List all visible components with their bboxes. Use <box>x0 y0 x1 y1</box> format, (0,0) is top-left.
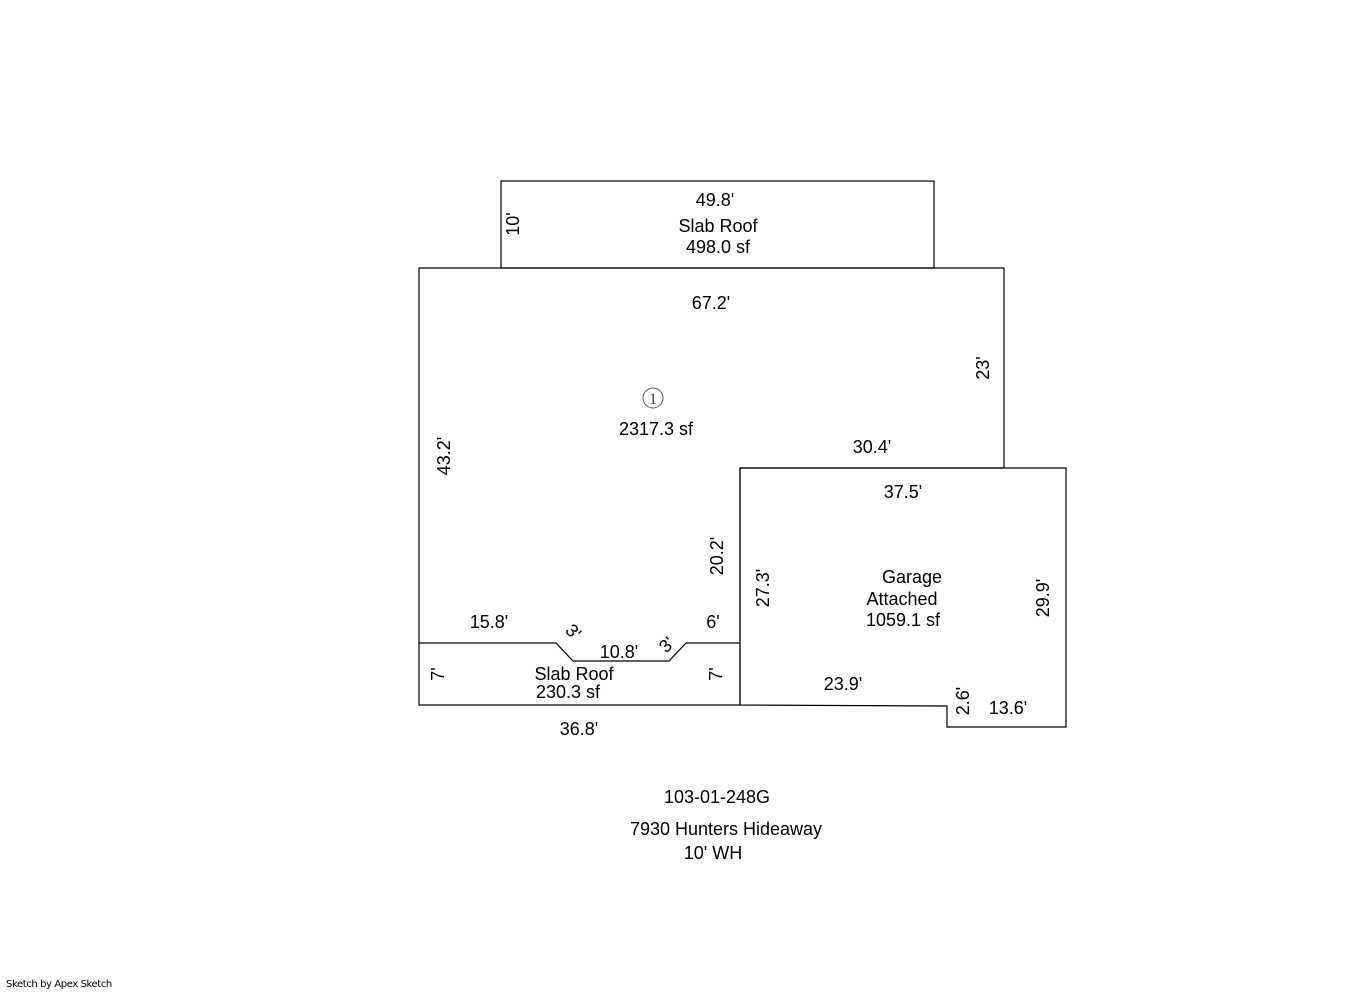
dim-main-step: 30.4' <box>853 437 891 457</box>
dim-garage-right: 29.9' <box>1033 579 1053 617</box>
dim-slab-left: 7' <box>428 667 448 680</box>
garage-outline <box>739 467 1067 728</box>
dim-front-center: 10.8' <box>600 642 638 662</box>
dim-garage-left: 27.3' <box>753 569 773 607</box>
dim-chamfer-right: 3' <box>655 633 679 657</box>
dim-chamfer-left: 3' <box>561 620 585 644</box>
dim-top-depth: 10' <box>503 212 523 235</box>
slab-roof-bottom-label: Slab Roof <box>534 664 614 684</box>
dim-slab-right: 7' <box>706 667 726 680</box>
area-marker-number: 1 <box>649 391 657 408</box>
dim-main-right: 23' <box>973 356 993 379</box>
sketch-credit: Sketch by Apex Sketch <box>6 979 112 990</box>
dim-garage-jog: 2.6' <box>953 687 973 715</box>
dim-garage-bottom-right: 13.6' <box>989 698 1027 718</box>
property-address: 7930 Hunters Hideaway <box>630 819 822 839</box>
area-marker-circle <box>642 387 664 409</box>
garage-area: 1059.1 sf <box>866 610 941 630</box>
main-area-size: 2317.3 sf <box>619 419 694 439</box>
slab-roof-top-area: 498.0 sf <box>686 237 751 257</box>
dim-garage-bottom: 23.9' <box>824 674 862 694</box>
wall-height: 10' WH <box>684 843 742 863</box>
slab-roof-top-label: Slab Roof <box>678 216 758 236</box>
dim-garage-top: 37.5' <box>884 482 922 502</box>
dim-main-inner: 20.2' <box>707 537 727 575</box>
garage-label-line2: Attached <box>866 589 937 609</box>
slab-roof-bottom-area: 230.3 sf <box>536 682 601 702</box>
dim-front-right: 6' <box>706 612 719 632</box>
dim-front-left: 15.8' <box>470 612 508 632</box>
dim-top-width: 49.8' <box>696 190 734 210</box>
dim-slab-bottom: 36.8' <box>560 719 598 739</box>
dim-main-top: 67.2' <box>692 293 730 313</box>
dim-main-left: 43.2' <box>434 437 454 475</box>
parcel-id: 103-01-248G <box>664 787 770 807</box>
garage-label-line1: Garage <box>882 567 942 587</box>
